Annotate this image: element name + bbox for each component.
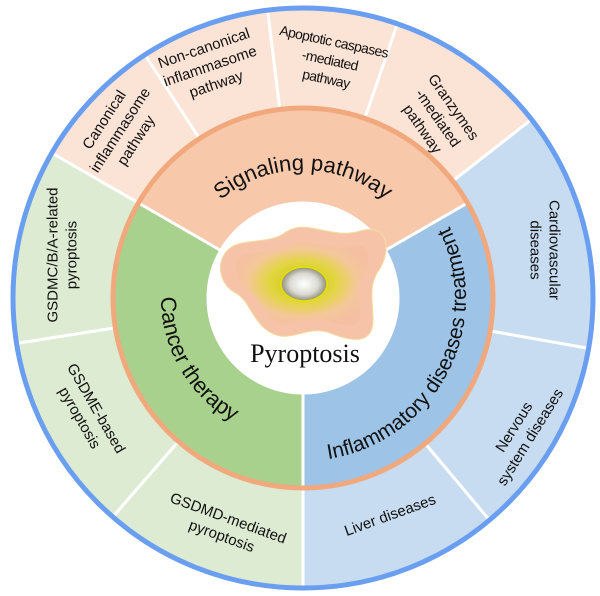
outer-label-line: pyroptosis <box>64 221 81 289</box>
center-label: Pyroptosis <box>250 339 360 368</box>
outer-label-line: Cardiovascular <box>546 200 563 300</box>
outer-border <box>10 5 596 591</box>
inner-border <box>110 105 496 491</box>
outer-label-line: diseases <box>527 220 544 279</box>
outer-label-cardio: Cardiovasculardiseases <box>527 200 563 300</box>
cell-icon <box>219 226 387 340</box>
inner-ring <box>111 106 495 490</box>
outer-label-line: GSDMC/B/A-related <box>45 187 62 322</box>
